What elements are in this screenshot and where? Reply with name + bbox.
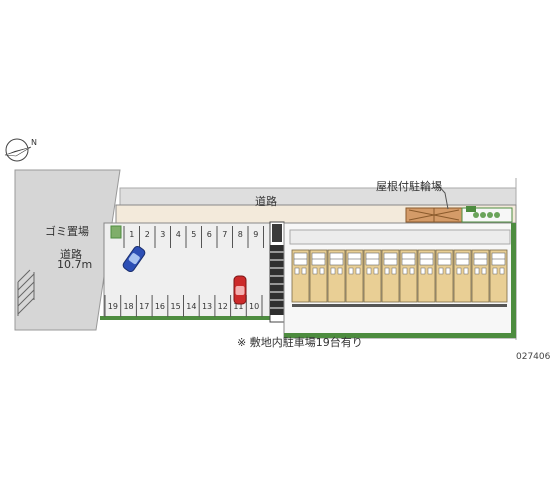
unit-window: [330, 267, 336, 275]
stall-number: 11: [233, 302, 243, 311]
stall-number: 17: [139, 302, 149, 311]
stall-number: 4: [176, 230, 181, 239]
unit-window: [474, 267, 480, 275]
unit-window: [420, 267, 426, 275]
left-road: [14, 169, 121, 331]
unit-window: [366, 267, 372, 275]
unit-window: [355, 267, 361, 275]
unit-window: [463, 267, 469, 275]
shrub-dots: [473, 212, 500, 218]
unit-window: [301, 267, 307, 275]
unit-window: [402, 267, 408, 275]
bicycle-parking-cross: [408, 208, 460, 222]
stall-number: 10: [249, 302, 259, 311]
unit-window: [373, 267, 379, 275]
building-green-bottom: [284, 333, 516, 338]
blue-car: [122, 245, 146, 273]
building-baseline: [292, 304, 507, 307]
unit-window: [456, 267, 462, 275]
stall-number: 16: [155, 302, 165, 311]
stall-number: 18: [123, 302, 133, 311]
unit-window: [438, 267, 444, 275]
stall-number: 6: [207, 230, 212, 239]
label-parking-note: ※ 敷地内駐車場19台有り: [237, 336, 363, 349]
stall-number: 8: [238, 230, 243, 239]
stall-number: 15: [171, 302, 181, 311]
label-bicycle-parking: 屋根付駐輪場: [376, 180, 442, 193]
label-garbage: ゴミ置場: [45, 225, 89, 238]
stall-number: 14: [186, 302, 196, 311]
lot-green-strip: [100, 316, 272, 320]
stall-number: 9: [253, 230, 258, 239]
unit-window: [427, 267, 433, 275]
unit-window: [499, 267, 505, 275]
building-walkway: [289, 229, 511, 245]
shrub-top: [466, 206, 476, 212]
label-road-top: 道路: [255, 195, 277, 208]
stall-number: 3: [160, 230, 165, 239]
bicycle-leader-line: [435, 182, 449, 210]
building-green-right: [511, 223, 516, 338]
stall-number: 5: [191, 230, 196, 239]
unit-window: [319, 267, 325, 275]
label-road-left: 道路: [60, 248, 82, 261]
unit-window: [348, 267, 354, 275]
unit-window: [481, 267, 487, 275]
stall-number: 1: [129, 230, 134, 239]
stall-number: 7: [222, 230, 227, 239]
parking-stalls-bottom: 19 18 17 16 15 14 13 12 11 10: [104, 295, 263, 317]
label-code: 027406: [516, 352, 550, 362]
unit-window: [391, 267, 397, 275]
unit-window: [445, 267, 451, 275]
label-road-width: 10.7m: [57, 258, 93, 271]
compass-icon: N: [4, 138, 37, 162]
compass-label: N: [31, 138, 37, 147]
stall-number: 2: [145, 230, 150, 239]
stall-number: 19: [108, 302, 118, 311]
boundary-wall-dark: [270, 245, 284, 315]
hatch-area: [17, 269, 35, 316]
unit-window: [337, 267, 343, 275]
unit-window: [294, 267, 300, 275]
unit-window: [409, 267, 415, 275]
stall-number: 12: [218, 302, 228, 311]
wall-top-dark: [272, 224, 282, 242]
unit-window: [492, 267, 498, 275]
top-road: [119, 187, 517, 206]
stall-number: 13: [202, 302, 212, 311]
unit-window: [384, 267, 390, 275]
unit-window: [312, 267, 318, 275]
garbage-area: [110, 225, 122, 239]
apartment-units: [291, 249, 508, 307]
red-car: [233, 275, 247, 305]
parking-stalls-top: 1 2 3 4 5 6 7 8 9: [123, 226, 264, 248]
